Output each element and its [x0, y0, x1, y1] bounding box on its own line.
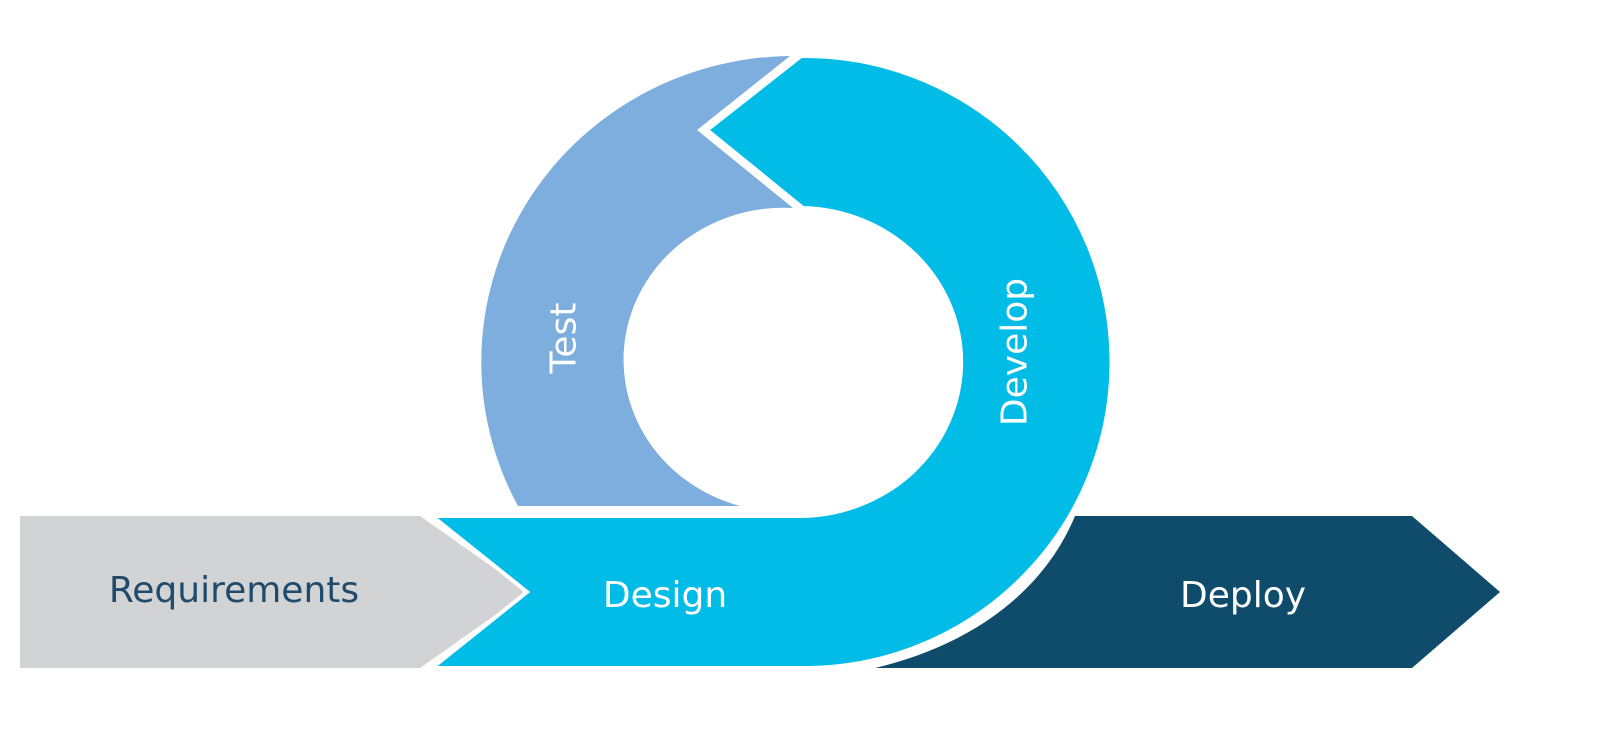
design-develop-loop-segment — [426, 53, 1114, 670]
deploy-arrow — [875, 516, 1500, 668]
test-label: Test — [544, 303, 585, 375]
deploy-label: Deploy — [1180, 575, 1306, 616]
test-loop-segment — [481, 56, 793, 506]
develop-label: Develop — [995, 278, 1036, 426]
requirements-arrow — [20, 516, 528, 668]
requirements-label: Requirements — [109, 570, 359, 611]
design-label: Design — [603, 575, 727, 616]
